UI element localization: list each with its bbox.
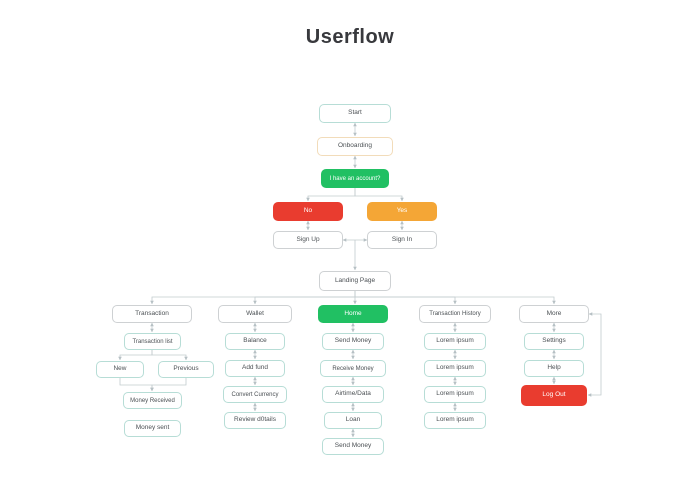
edge-landing-to-transaction <box>150 291 356 305</box>
node-airtime-data: Airtime/Data <box>322 386 384 403</box>
node-review-dotails: Review d0tails <box>224 412 286 429</box>
edge-new-to-received <box>119 378 154 392</box>
node-yes: Yes <box>367 202 437 221</box>
node-new: New <box>96 361 144 378</box>
node-money-sent: Money sent <box>124 420 181 437</box>
node-lorem-2: Lorem ipsum <box>424 360 486 377</box>
node-convert-currency: Convert Currency <box>223 386 287 403</box>
node-wallet: Wallet <box>218 305 292 323</box>
node-more: More <box>519 305 589 323</box>
node-no: No <box>273 202 343 221</box>
node-start: Start <box>319 104 391 123</box>
node-loan: Loan <box>324 412 382 429</box>
edge-list-to-previous <box>151 350 188 361</box>
edge-more-logout-loop <box>587 312 602 397</box>
edge-list-to-new <box>118 350 153 361</box>
node-lorem-4: Lorem ipsum <box>424 412 486 429</box>
edge-landing-to-more <box>354 291 556 305</box>
node-transaction: Transaction <box>112 305 192 323</box>
node-money-received: Money Received <box>123 392 182 409</box>
node-balance: Balance <box>225 333 285 350</box>
page-title: Userflow <box>305 26 395 48</box>
edge-landing-to-wallet <box>253 291 356 305</box>
node-send-money-2: Send Money <box>322 438 384 455</box>
node-transaction-history: Transaction History <box>419 305 491 323</box>
edge-question-to-no <box>306 188 356 202</box>
node-send-money-1: Send Money <box>322 333 384 350</box>
edge-landing-to-history <box>354 291 457 305</box>
node-log-out: Log Out <box>521 385 587 406</box>
node-home: Home <box>318 305 388 323</box>
node-sign-up: Sign Up <box>273 231 343 249</box>
node-lorem-1: Lorem ipsum <box>424 333 486 350</box>
node-receive-money: Receive Money <box>320 360 386 377</box>
node-lorem-3: Lorem ipsum <box>424 386 486 403</box>
node-add-fund: Add fund <box>225 360 285 377</box>
node-transaction-list: Transaction list <box>124 333 181 350</box>
node-help: Help <box>524 360 584 377</box>
edge-previous-to-received <box>150 378 187 392</box>
node-have-account: I have an account? <box>321 169 389 188</box>
node-sign-in: Sign In <box>367 231 437 249</box>
node-onboarding: Onboarding <box>317 137 393 156</box>
node-settings: Settings <box>524 333 584 350</box>
edge-question-to-yes <box>354 188 404 202</box>
node-landing-page: Landing Page <box>319 271 391 291</box>
node-previous: Previous <box>158 361 214 378</box>
